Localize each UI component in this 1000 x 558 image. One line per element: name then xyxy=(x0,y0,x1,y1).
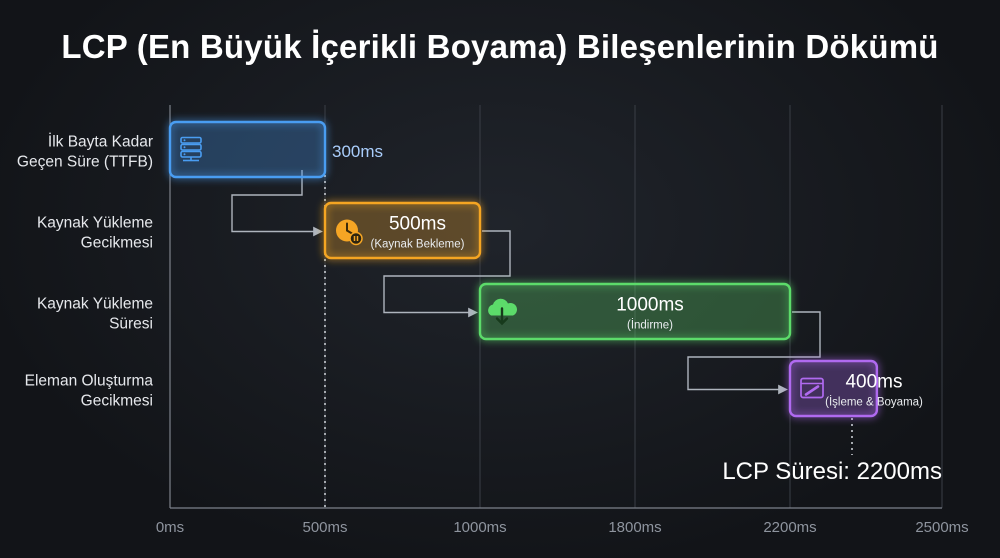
clock-pause-icon xyxy=(336,219,363,246)
segment-bar-ttfb[interactable] xyxy=(168,120,327,179)
page-title: LCP (En Büyük İçerikli Boyama) Bileşenle… xyxy=(61,28,939,65)
download-arrow xyxy=(495,307,509,326)
segment-value-label: 400ms xyxy=(845,372,902,393)
server-slot xyxy=(180,143,202,151)
lcp-total-label: LCP Süresi: 2200ms xyxy=(722,458,942,485)
pause-badge xyxy=(349,231,363,246)
segment-sub-label: (Kaynak Bekleme) xyxy=(371,239,465,251)
segment-bar[interactable] xyxy=(478,282,792,341)
paint-brush xyxy=(804,385,820,396)
segment-sub-label: (İndirme) xyxy=(627,319,673,332)
x-tick-label: 0ms xyxy=(156,519,184,536)
segment-sub-label: (İşleme & Boyama) xyxy=(825,396,923,409)
segment-bar-duration[interactable] xyxy=(478,282,792,341)
segment-bar[interactable] xyxy=(788,359,879,418)
x-tick-label: 500ms xyxy=(302,519,347,536)
window-frame xyxy=(800,377,824,399)
connector-arrow xyxy=(383,230,511,318)
segment-value-label: 1000ms xyxy=(616,295,684,316)
segment-value-label: 500ms xyxy=(389,214,446,235)
server-led xyxy=(183,146,186,149)
x-tick-label: 2200ms xyxy=(763,519,816,536)
x-tick-label: 2500ms xyxy=(915,519,968,536)
x-tick-label: 1000ms xyxy=(453,519,506,536)
server-led xyxy=(183,139,186,142)
connector-arrow xyxy=(687,311,821,395)
segment-bar[interactable] xyxy=(168,120,327,179)
connector-arrow xyxy=(231,170,323,237)
segment-value-label: 300ms xyxy=(332,142,383,161)
segment-bar-delay[interactable] xyxy=(323,201,482,260)
server-slot xyxy=(180,136,202,144)
window-paint-icon xyxy=(800,377,824,399)
segment-bar-render[interactable] xyxy=(788,359,879,418)
cloud-download-icon xyxy=(488,298,517,326)
x-tick-label: 1800ms xyxy=(608,519,661,536)
server-icon xyxy=(180,136,202,162)
cloud-shape xyxy=(488,298,517,316)
clock-hands xyxy=(346,222,353,235)
server-led xyxy=(183,153,186,156)
segment-bar[interactable] xyxy=(323,201,482,260)
